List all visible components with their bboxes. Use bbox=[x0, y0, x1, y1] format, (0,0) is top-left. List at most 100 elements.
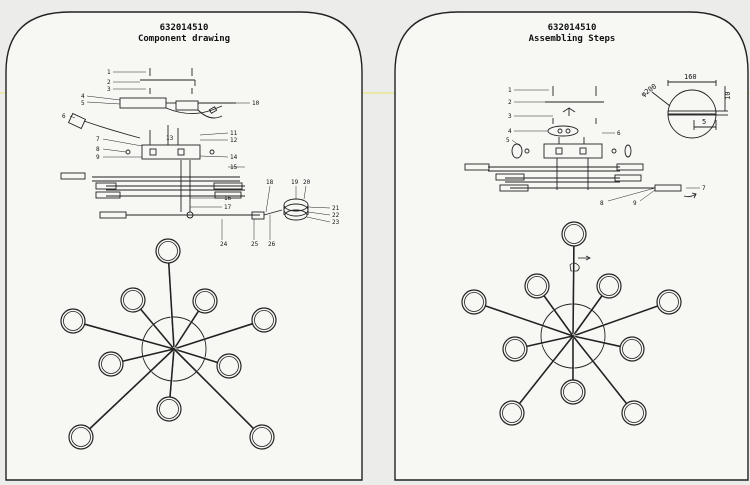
callout-11: 11 bbox=[230, 130, 238, 137]
callout-14: 14 bbox=[230, 154, 238, 161]
ring-lamp-7 bbox=[619, 336, 645, 362]
arm-highlight-5 bbox=[173, 322, 253, 349]
arm-highlight-3 bbox=[571, 294, 602, 336]
ring-lamp-inner-5 bbox=[254, 310, 274, 330]
arm-2 bbox=[543, 295, 574, 337]
arm-highlight-2 bbox=[542, 296, 573, 337]
callout-8: 8 bbox=[96, 146, 100, 153]
arm-highlight-4 bbox=[84, 325, 174, 351]
ring-lamp-10 bbox=[621, 400, 647, 426]
callout-25: 25 bbox=[251, 241, 259, 248]
arm-highlight-9 bbox=[520, 336, 575, 405]
arm-3 bbox=[173, 310, 200, 350]
arm-highlight-1 bbox=[571, 245, 573, 336]
callout-15: 15 bbox=[230, 164, 238, 171]
ring-lamp-5 bbox=[656, 289, 682, 315]
ring-lamp-inner-7 bbox=[219, 356, 239, 376]
ring-lamp-inner-9 bbox=[71, 427, 91, 447]
arm-1 bbox=[572, 245, 575, 337]
callout-19: 19 bbox=[291, 179, 299, 186]
callout-13: 13 bbox=[166, 135, 174, 142]
dimension-drawing bbox=[651, 80, 728, 139]
arm-2 bbox=[140, 308, 175, 350]
right-model-number: 632014510 bbox=[548, 23, 597, 33]
callout-24: 24 bbox=[220, 241, 228, 248]
arm-highlight-9 bbox=[90, 349, 175, 430]
ring-lamp-4 bbox=[461, 289, 487, 315]
ring-lamp-4 bbox=[60, 308, 86, 334]
ring-lamp-2 bbox=[120, 287, 146, 313]
callout-1: 1 bbox=[107, 69, 111, 76]
arm-10 bbox=[173, 348, 255, 430]
assembly-exploded-view bbox=[464, 86, 700, 202]
step-callout-9: 9 bbox=[633, 200, 637, 207]
callout-7: 7 bbox=[96, 136, 100, 143]
step-callout-1: 1 bbox=[508, 87, 512, 94]
ring-lamp-inner-5 bbox=[659, 292, 679, 312]
ring-lamp-inner-8 bbox=[159, 399, 179, 419]
ring-lamp-inner-1 bbox=[158, 241, 178, 261]
arm-5 bbox=[173, 322, 253, 350]
left-model-number: 632014510 bbox=[160, 23, 209, 33]
arm-1 bbox=[167, 262, 175, 350]
right-callouts: 1 2 3 4 5 6 7 8 9 bbox=[506, 87, 706, 207]
arm-6 bbox=[122, 348, 175, 362]
ring-lamp-inner-3 bbox=[195, 291, 215, 311]
callout-3: 3 bbox=[107, 86, 111, 93]
ring-lamp-inner-10 bbox=[252, 427, 272, 447]
callout-18: 18 bbox=[266, 179, 274, 186]
ring-lamp-1 bbox=[561, 221, 587, 247]
ring-lamp-inner-2 bbox=[123, 290, 143, 310]
arm-highlight-1 bbox=[167, 263, 174, 350]
right-sheet: 632014510 Assembling Steps 160 10 5 φ200 bbox=[394, 11, 749, 481]
ring-lamp-inner-4 bbox=[63, 311, 83, 331]
left-sheet: 632014510 Component drawing bbox=[5, 11, 363, 481]
chandelier-top-view-assembly bbox=[461, 221, 682, 426]
canopy-outline bbox=[141, 316, 207, 382]
arm-highlight-10 bbox=[174, 347, 255, 428]
left-callouts: 1 2 3 4 5 6 7 8 9 10 11 12 13 14 15 16 1… bbox=[62, 69, 340, 248]
arm-10 bbox=[572, 335, 628, 405]
left-sheet-border bbox=[5, 11, 363, 481]
arm-highlight-2 bbox=[139, 309, 174, 350]
ring-lamp-8 bbox=[156, 396, 182, 422]
arm-highlight-6 bbox=[526, 336, 574, 348]
callout-10: 10 bbox=[252, 100, 260, 107]
ring-lamp-inner-10 bbox=[624, 403, 644, 423]
step-callout-4: 4 bbox=[508, 128, 512, 135]
ring-lamp-8 bbox=[560, 379, 586, 405]
callout-12: 12 bbox=[230, 137, 238, 144]
ring-lamp-inner-1 bbox=[564, 224, 584, 244]
ring-lamp-6 bbox=[502, 336, 528, 362]
dim-width-160: 160 bbox=[684, 73, 697, 81]
step-callout-5: 5 bbox=[506, 137, 510, 144]
arm-highlight-10 bbox=[573, 335, 628, 404]
ring-lamp-7 bbox=[216, 353, 242, 379]
ring-lamp-9 bbox=[68, 424, 94, 450]
callout-4: 4 bbox=[81, 93, 85, 100]
arm-3 bbox=[572, 295, 603, 337]
arm-7 bbox=[572, 335, 621, 348]
ring-lamp-inner-2 bbox=[527, 276, 547, 296]
ring-lamp-inner-9 bbox=[502, 403, 522, 423]
ring-lamp-6 bbox=[98, 351, 124, 377]
callout-22: 22 bbox=[332, 212, 340, 219]
arm-highlight-7 bbox=[573, 334, 621, 346]
chandelier-top-view bbox=[60, 238, 277, 450]
ring-lamp-inner-6 bbox=[101, 354, 121, 374]
component-exploded-view bbox=[60, 68, 331, 240]
ring-lamp-inner-8 bbox=[563, 382, 583, 402]
step-callout-3: 3 bbox=[508, 113, 512, 120]
arm-highlight-5 bbox=[572, 304, 658, 336]
callout-2: 2 bbox=[107, 79, 111, 86]
step-callout-2: 2 bbox=[508, 99, 512, 106]
right-title: Assembling Steps bbox=[529, 33, 616, 44]
ring-lamp-inner-3 bbox=[599, 276, 619, 296]
callout-26: 26 bbox=[268, 241, 276, 248]
ring-lamp-5 bbox=[251, 307, 277, 333]
ring-lamp-inner-7 bbox=[622, 339, 642, 359]
arm-4 bbox=[485, 305, 574, 337]
arm-4 bbox=[84, 323, 175, 350]
arm-highlight-4 bbox=[484, 306, 573, 338]
